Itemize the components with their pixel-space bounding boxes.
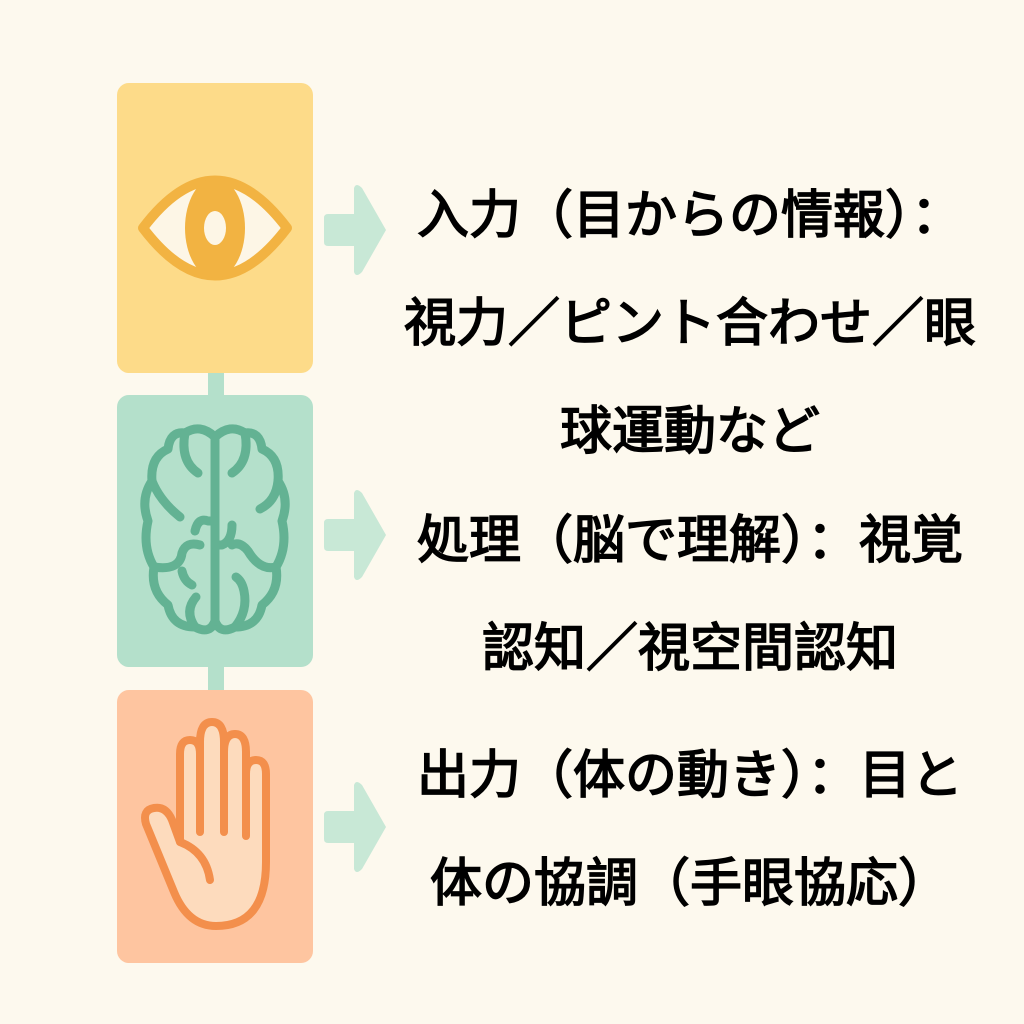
eye-icon	[138, 175, 292, 281]
output-step-description: 出力（体の動き）：目と 体の協調（手眼協応）	[380, 722, 1000, 938]
output-step-box	[117, 690, 313, 963]
input-step-box	[117, 83, 313, 373]
arrow-right-icon	[324, 185, 386, 275]
hand-icon	[141, 717, 270, 930]
connector-line	[208, 373, 224, 395]
input-step-description: 入力（目からの情報）： 視力／ピント合わせ／眼 球運動など	[380, 162, 1000, 486]
arrow-right-icon	[324, 782, 386, 872]
text-line: 出力（体の動き）：目と	[416, 746, 963, 806]
text-line: 入力（目からの情報）：	[416, 186, 963, 246]
text-line: 体の協調（手眼協応）	[429, 854, 950, 914]
arrow-right-icon	[324, 490, 386, 580]
brain-icon	[140, 424, 290, 635]
text-line: 処理（脳で理解）：視覚	[416, 511, 963, 571]
text-line: 認知／視空間認知	[481, 619, 898, 679]
text-line: 視力／ピント合わせ／眼	[403, 294, 976, 354]
process-step-description: 処理（脳で理解）：視覚 認知／視空間認知	[380, 487, 1000, 703]
text-line: 球運動など	[559, 402, 820, 462]
process-step-box	[117, 395, 313, 667]
connector-line	[208, 667, 224, 690]
